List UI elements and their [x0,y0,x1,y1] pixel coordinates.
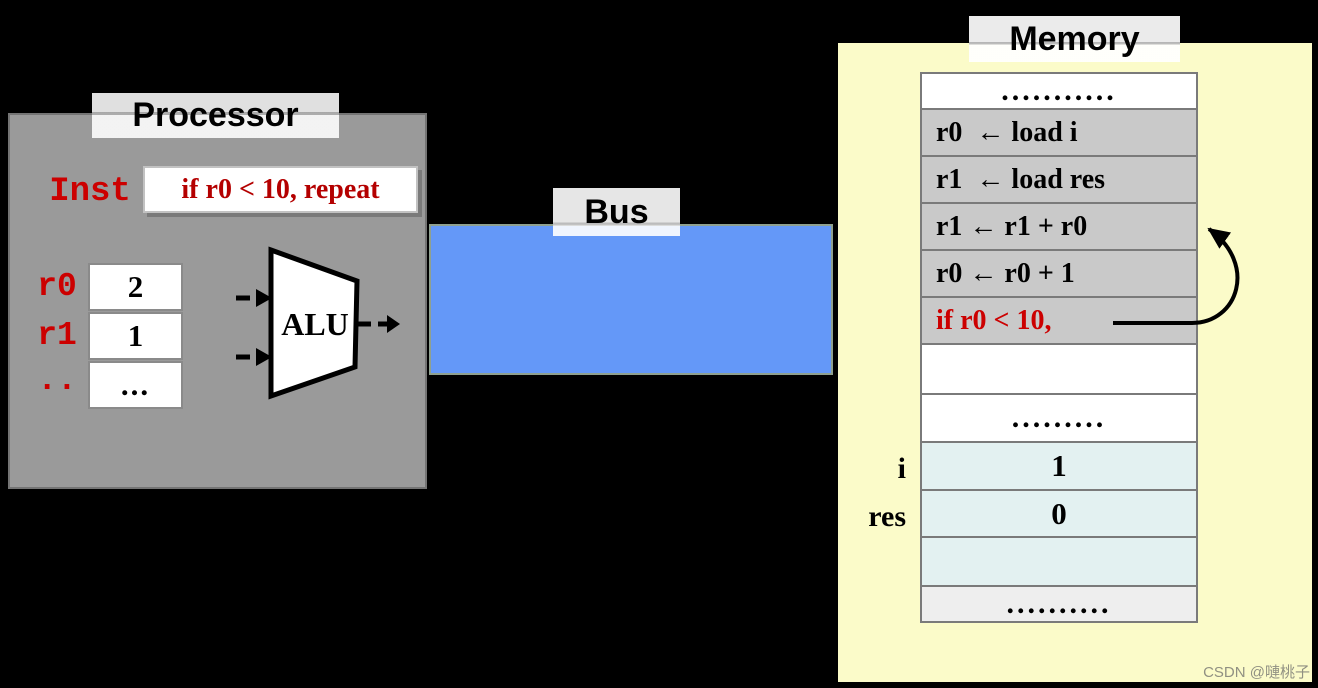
watermark: CSDN @嗹桃子 [1203,664,1310,681]
memory-row-empty [922,345,1196,395]
memory-side-label-i: i [897,451,906,485]
register-label-dots: .. [37,361,77,399]
memory-row-data-empty [922,538,1196,587]
bus-rect [429,224,833,375]
instruction-register-label: Inst [49,173,131,211]
register-value-dots: ... [88,361,183,409]
memory-side-label-res: res [868,499,906,533]
memory-row-dots-bottom: .......... [922,587,1196,621]
register-value-r1: 1 [88,312,183,360]
processor-title: Processor [92,93,339,138]
memory-row-res-value: 0 [922,491,1196,538]
register-value-r0: 2 [88,263,183,311]
memory-row-load-res: r1 ← load res [922,157,1196,204]
memory-row-load-i: r0 ← load i [922,110,1196,157]
instruction-register-value: if r0 < 10, repeat [143,166,418,213]
alu-label: ALU [281,305,349,342]
memory-row-branch: if r0 < 10, [922,298,1196,345]
memory-row-dots-top: ........... [922,74,1196,110]
register-label-r0: r0 [37,267,77,305]
register-label-r1: r1 [37,316,77,354]
memory-row-add: r1 ← r1 + r0 [922,204,1196,251]
bus-title: Bus [553,188,680,236]
memory-table: ........... r0 ← load i r1 ← load res r1… [920,72,1198,623]
memory-row-i-value: 1 [922,443,1196,491]
memory-row-dots-middle: ......... [922,395,1196,443]
memory-title: Memory [969,16,1180,62]
memory-row-increment: r0 ← r0 + 1 [922,251,1196,298]
